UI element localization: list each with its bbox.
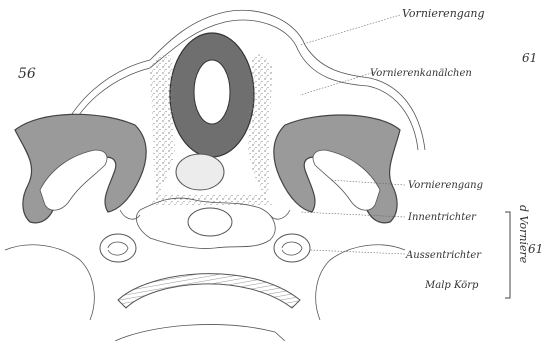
notochord [176, 154, 224, 190]
ventral-arc-hatched [118, 274, 300, 308]
page-edge-mark-top: 61 [522, 51, 537, 65]
leader-aussentrichter [310, 250, 405, 254]
label-malp-korp: Malp Körp [424, 280, 479, 291]
lower-body-outline [115, 324, 285, 341]
figure-number: 56 [18, 66, 36, 82]
label-bracket [505, 212, 510, 298]
label-vornierenkanalchen: Vornierenkanälchen [370, 68, 472, 79]
label-innentrichter: Innentrichter [407, 212, 477, 223]
leader-vornierenkanalchen [300, 72, 375, 95]
left-funnel-coil [100, 234, 136, 262]
right-lateral-mesoderm [316, 245, 405, 320]
left-lateral-mesoderm [5, 245, 94, 320]
right-funnel-coil-inner [282, 242, 302, 255]
right-inner-funnel [270, 210, 290, 219]
label-vornierengang-side: Vornierengang [408, 180, 483, 191]
page-edge-mark-bottom: 61 [528, 242, 543, 256]
neural-canal [194, 60, 230, 124]
leader-vornierengang-top [300, 15, 400, 45]
gut-lumen [188, 208, 232, 236]
right-funnel-coil [274, 234, 310, 262]
label-aussentrichter: Aussentrichter [405, 250, 482, 261]
label-vornierengang-top: Vornierengang [402, 7, 485, 20]
left-funnel-coil-inner [108, 242, 128, 255]
